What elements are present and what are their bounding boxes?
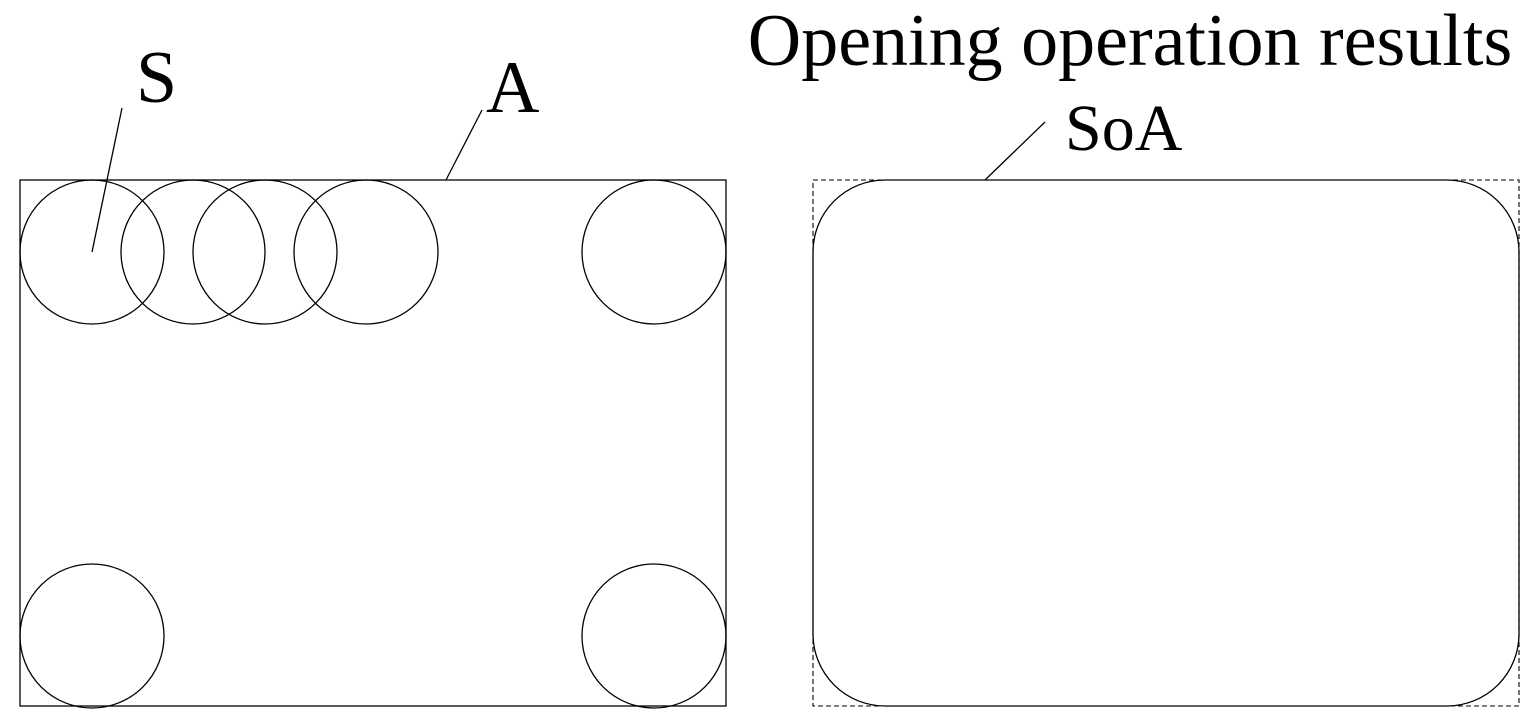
soa-label: SoA [1065,92,1183,165]
s-leader-line [91,107,123,253]
a-label: A [486,47,539,129]
structuring-element-circle-top-right [581,179,727,325]
left-panel-set-a: S A [19,37,727,709]
structuring-element-circle-bottom-left [19,563,165,709]
structuring-element-circle-2 [120,179,266,325]
result-title: Opening operation results [748,0,1513,82]
structuring-element-circle-1 [19,179,165,325]
original-set-dashed-outline [812,179,1520,707]
structuring-element-circle-4 [293,179,439,325]
a-leader-line [445,109,483,181]
structuring-element-circle-3 [192,179,338,325]
opening-result-rounded-rectangle [812,179,1520,707]
set-a-rectangle [19,179,727,707]
soa-leader-line [984,121,1046,181]
right-panel-opening-result: Opening operation results SoA [748,0,1520,707]
s-label: S [136,37,177,119]
structuring-element-circle-bottom-right [581,563,727,709]
